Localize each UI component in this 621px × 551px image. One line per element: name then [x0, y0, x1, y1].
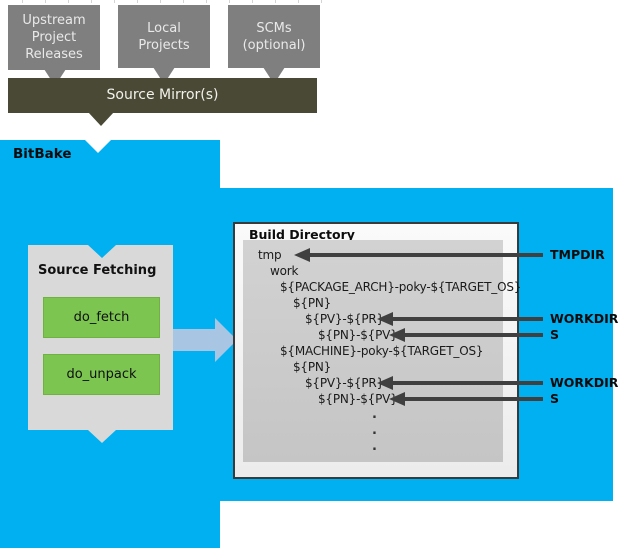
source-mirrors-pointer [88, 112, 114, 126]
s-arrowhead-icon [389, 392, 405, 406]
tmpdir-arrowhead-icon [294, 248, 310, 262]
source-fetching-title: Source Fetching [38, 263, 157, 278]
source-fetching-output-pointer [88, 430, 116, 443]
scms-optional-box: SCMs (optional) [228, 5, 320, 68]
tree-item-pv-pr-2: ${PV}-${PR} [305, 376, 384, 390]
ellipsis-dot: . [372, 439, 377, 454]
tree-item-work: work [270, 264, 299, 278]
tree-item-machine: ${MACHINE}-poky-${TARGET_OS} [280, 344, 484, 358]
flow-arrow-shaft [173, 329, 215, 351]
tree-item-package-arch: ${PACKAGE_ARCH}-poky-${TARGET_OS} [280, 280, 522, 294]
tree-item-pn-pv-2: ${PN}-${PV} [318, 392, 398, 406]
workdir-arrow-1 [392, 317, 543, 321]
s-arrow-2 [404, 397, 543, 401]
tmpdir-label: TMPDIR [550, 247, 605, 262]
grid-ticks [0, 0, 322, 3]
flow-arrow-head-icon [215, 318, 237, 362]
tree-item-pn-2: ${PN} [293, 360, 332, 374]
do-unpack-task: do_unpack [43, 354, 160, 395]
local-projects-box: Local Projects [118, 5, 210, 68]
bitbake-region-bottom [0, 501, 220, 548]
tree-item-pn-pv-1: ${PN}-${PV} [318, 328, 398, 342]
do-fetch-task: do_fetch [43, 297, 160, 338]
s-arrow-1 [404, 333, 543, 337]
source-mirrors-bar: Source Mirror(s) [8, 78, 317, 113]
workdir-label-2: WORKDIR [550, 375, 619, 390]
upstream-project-releases-box: Upstream Project Releases [8, 5, 100, 70]
workdir-label-1: WORKDIR [550, 311, 619, 326]
s-label-2: S [550, 391, 560, 406]
source-fetching-input-notch [88, 245, 116, 258]
workdir-arrowhead-icon [377, 376, 393, 390]
ellipsis-dot: . [372, 423, 377, 438]
tree-item-tmp: tmp [258, 248, 282, 262]
tree-item-pv-pr-1: ${PV}-${PR} [305, 312, 384, 326]
workdir-arrowhead-icon [377, 312, 393, 326]
workdir-arrow-2 [392, 381, 543, 385]
bitbake-input-notch [85, 140, 111, 153]
tmpdir-arrow [309, 253, 543, 257]
build-directory-title: Build Directory [249, 227, 355, 242]
ellipsis-dot: . [372, 407, 377, 422]
s-label-1: S [550, 327, 560, 342]
bitbake-label: BitBake [13, 146, 72, 162]
build-directory-tree-panel: tmp work ${PACKAGE_ARCH}-poky-${TARGET_O… [243, 240, 521, 462]
s-arrowhead-icon [389, 328, 405, 342]
tree-item-pn-1: ${PN} [293, 296, 332, 310]
